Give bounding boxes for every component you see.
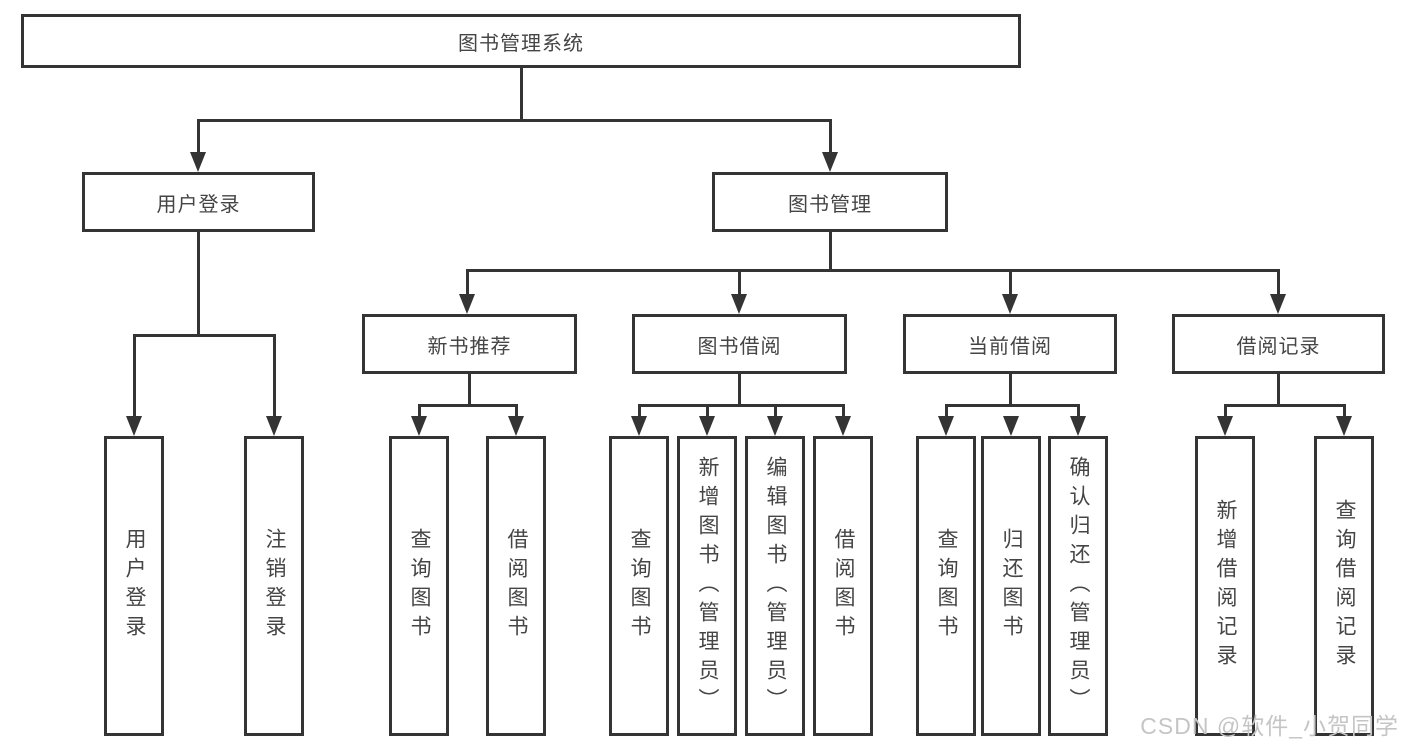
arrowhead-down-icon xyxy=(1336,416,1352,436)
connector-line xyxy=(1077,404,1080,418)
connector-line xyxy=(197,119,200,155)
connector-line xyxy=(468,374,471,407)
arrowhead-down-icon xyxy=(1270,294,1286,314)
connector-line xyxy=(945,404,1080,407)
arrowhead-down-icon xyxy=(731,294,747,314)
arrowhead-down-icon xyxy=(767,416,783,436)
arrowhead-down-icon xyxy=(1002,294,1018,314)
node-new-book-recommend-label: 新书推荐 xyxy=(427,335,512,358)
connector-line xyxy=(738,374,741,407)
connector-line xyxy=(1277,269,1280,296)
leaf-query-books-borrowing-label: 查询图书 xyxy=(628,528,651,644)
connector-line xyxy=(515,404,518,418)
arrowhead-down-icon xyxy=(1070,416,1086,436)
leaf-return-books-label: 归还图书 xyxy=(1000,528,1023,644)
leaf-borrow-books-borrowing: 借阅图书 xyxy=(813,436,873,736)
leaf-add-book-admin: 新增图书（管理员） xyxy=(677,436,737,736)
arrowhead-down-icon xyxy=(1217,416,1233,436)
node-book-management-label: 图书管理 xyxy=(788,193,872,216)
connector-line xyxy=(738,269,741,296)
arrowhead-down-icon xyxy=(938,416,954,436)
leaf-user-login: 用户登录 xyxy=(104,436,164,736)
connector-line xyxy=(133,334,276,337)
leaf-query-books-borrowing: 查询图书 xyxy=(609,436,669,736)
leaf-query-books-current: 查询图书 xyxy=(916,436,976,736)
leaf-query-books-current-label: 查询图书 xyxy=(935,528,958,644)
connector-line xyxy=(945,404,948,418)
leaf-add-borrow-record-label: 新增借阅记录 xyxy=(1214,499,1237,673)
node-book-borrowing: 图书借阅 xyxy=(632,314,847,374)
arrowhead-down-icon xyxy=(459,294,475,314)
connector-line xyxy=(273,334,276,418)
leaf-borrow-books-recommend: 借阅图书 xyxy=(486,436,546,736)
leaf-confirm-return-admin: 确认归还（管理员） xyxy=(1048,436,1108,736)
connector-line xyxy=(706,404,709,418)
connector-line xyxy=(1009,374,1012,407)
leaf-borrow-books-borrowing-label: 借阅图书 xyxy=(832,528,855,644)
leaf-query-books-recommend-label: 查询图书 xyxy=(408,528,431,644)
node-current-borrowing: 当前借阅 xyxy=(903,314,1117,374)
node-book-management: 图书管理 xyxy=(712,172,948,232)
arrowhead-down-icon xyxy=(699,416,715,436)
leaf-confirm-return-admin-label: 确认归还（管理员） xyxy=(1067,455,1090,717)
connector-line xyxy=(520,68,523,121)
leaf-edit-book-admin-label: 编辑图书（管理员） xyxy=(764,455,787,717)
leaf-query-borrow-record: 查询借阅记录 xyxy=(1314,436,1374,736)
arrowhead-down-icon xyxy=(411,416,427,436)
connector-line xyxy=(418,404,421,418)
connector-line xyxy=(774,404,777,418)
leaf-logout-label: 注销登录 xyxy=(263,528,286,644)
connector-line xyxy=(829,119,832,155)
leaf-borrow-books-recommend-label: 借阅图书 xyxy=(505,528,528,644)
connector-line xyxy=(418,404,518,407)
arrowhead-down-icon xyxy=(266,416,282,436)
arrowhead-down-icon xyxy=(822,152,838,172)
node-borrowing-records: 借阅记录 xyxy=(1172,314,1385,374)
node-root: 图书管理系统 xyxy=(21,14,1021,68)
connector-line xyxy=(1277,374,1280,407)
leaf-user-login-label: 用户登录 xyxy=(123,528,146,644)
leaf-query-borrow-record-label: 查询借阅记录 xyxy=(1333,499,1356,673)
node-root-label: 图书管理系统 xyxy=(458,32,584,55)
node-user-login-label: 用户登录 xyxy=(156,193,241,216)
arrowhead-down-icon xyxy=(835,416,851,436)
leaf-add-book-admin-label: 新增图书（管理员） xyxy=(696,455,719,717)
connector-line xyxy=(1009,269,1012,296)
arrowhead-down-icon xyxy=(190,152,206,172)
connector-line xyxy=(1343,404,1346,418)
connector-line xyxy=(829,232,832,272)
arrowhead-down-icon xyxy=(1003,416,1019,436)
arrowhead-down-icon xyxy=(631,416,647,436)
connector-line xyxy=(842,404,845,418)
arrowhead-down-icon xyxy=(508,416,524,436)
leaf-query-books-recommend: 查询图书 xyxy=(389,436,449,736)
leaf-return-books: 归还图书 xyxy=(981,436,1041,736)
connector-line xyxy=(638,404,641,418)
watermark: CSDN @软件_小贺同学 xyxy=(1140,713,1399,739)
connector-line xyxy=(197,119,832,122)
connector-line xyxy=(133,334,136,418)
arrowhead-down-icon xyxy=(126,416,142,436)
node-borrowing-records-label: 借阅记录 xyxy=(1236,335,1321,358)
node-user-login: 用户登录 xyxy=(82,172,315,232)
node-new-book-recommend: 新书推荐 xyxy=(362,314,577,374)
connector-line xyxy=(466,269,1280,272)
connector-line xyxy=(638,404,845,407)
node-book-borrowing-label: 图书借阅 xyxy=(697,335,782,358)
leaf-add-borrow-record: 新增借阅记录 xyxy=(1195,436,1255,736)
connector-line xyxy=(466,269,469,296)
connector-line xyxy=(197,232,200,337)
node-current-borrowing-label: 当前借阅 xyxy=(968,335,1052,358)
connector-line xyxy=(1224,404,1346,407)
leaf-logout: 注销登录 xyxy=(244,436,304,736)
leaf-edit-book-admin: 编辑图书（管理员） xyxy=(745,436,805,736)
connector-line xyxy=(1224,404,1227,418)
